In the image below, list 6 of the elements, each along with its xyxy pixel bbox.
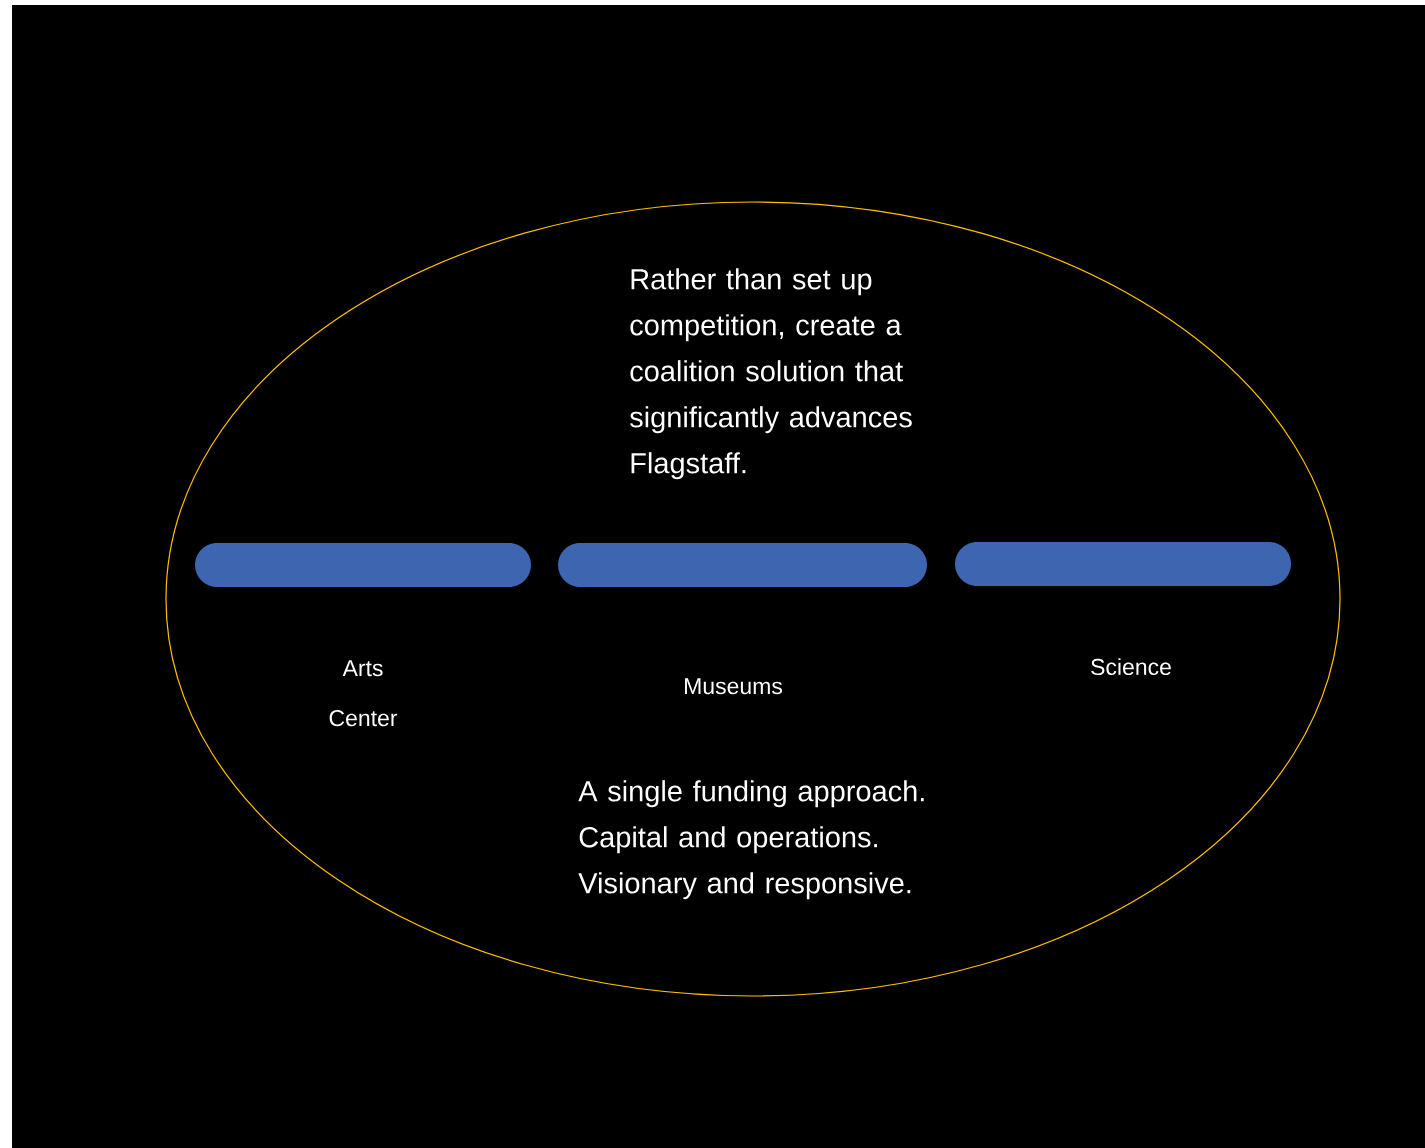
bar — [195, 543, 531, 587]
bar-label: Museums — [685, 678, 782, 695]
bar — [955, 542, 1291, 586]
bar-label: Science — [1091, 658, 1171, 676]
bar-label: Arts Center — [329, 660, 398, 727]
bar — [558, 543, 927, 587]
